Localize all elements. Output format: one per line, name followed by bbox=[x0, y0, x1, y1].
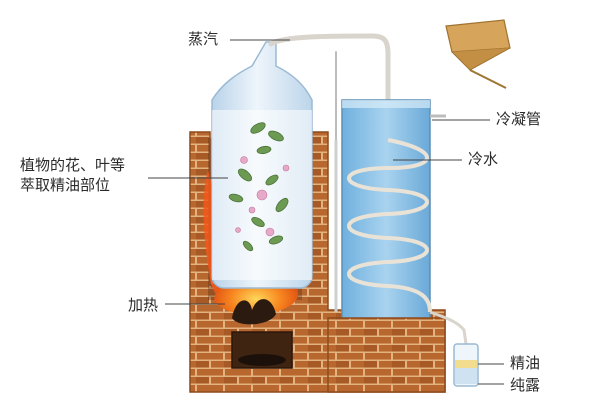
label-plant-line2: 萃取精油部位 bbox=[20, 176, 111, 194]
cooling-tank bbox=[334, 99, 446, 323]
collection-bottle bbox=[453, 343, 479, 387]
label-hydrosol: 纯露 bbox=[510, 376, 541, 394]
label-essential-oil: 精油 bbox=[510, 354, 541, 372]
coal-icon bbox=[238, 354, 286, 366]
plant-material bbox=[228, 122, 290, 252]
label-condenser-tube: 冷凝管 bbox=[496, 110, 542, 128]
label-heating: 加热 bbox=[128, 296, 159, 314]
funnel-icon bbox=[445, 19, 511, 89]
label-steam: 蒸汽 bbox=[188, 30, 219, 48]
steam-tube bbox=[268, 33, 391, 143]
outlet-tube bbox=[429, 310, 468, 345]
label-plant-line1: 植物的花、叶等 bbox=[20, 156, 126, 174]
label-cold-water: 冷水 bbox=[468, 150, 499, 168]
glass-still bbox=[211, 41, 313, 289]
tank-base bbox=[327, 317, 446, 393]
condenser-coil bbox=[347, 138, 432, 313]
leaf-icon bbox=[228, 122, 289, 252]
flower-icon bbox=[235, 156, 290, 237]
leader-lines bbox=[148, 39, 504, 385]
